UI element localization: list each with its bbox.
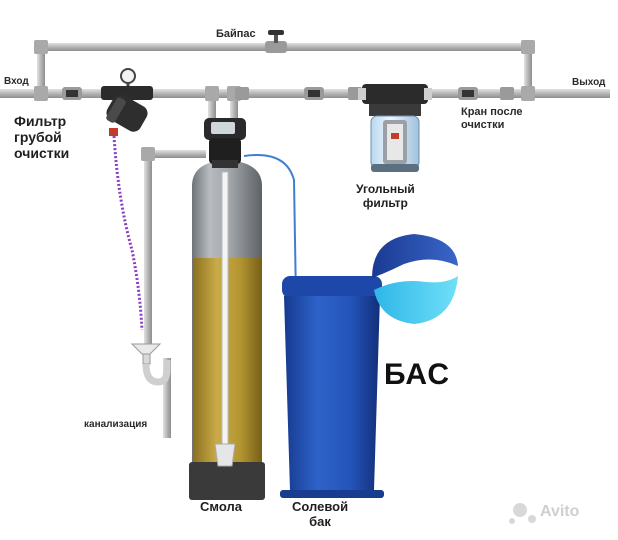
bypass-riser-right <box>524 43 532 95</box>
carbon-filter-label: Угольный фильтр <box>356 182 415 211</box>
outlet-valve-left <box>304 87 324 100</box>
carbon-filter-label-line1: Угольный <box>356 182 415 196</box>
valve-after-label: Кран после очистки <box>461 106 523 131</box>
valve-after-treatment <box>458 87 478 100</box>
coarse-filter-label-line1: Фильтр <box>14 113 67 129</box>
sewer-pipe <box>163 358 171 438</box>
valve-small-3 <box>500 87 514 100</box>
inlet-valve <box>62 87 82 100</box>
brine-tank-label-line2: бак <box>309 513 331 529</box>
sewer-label: канализация <box>84 419 148 430</box>
bypass-valve <box>265 30 287 53</box>
brine-tank-label: Солевой бак <box>292 499 349 530</box>
coarse-filter-label-line3: очистки <box>14 145 70 162</box>
brine-tank <box>280 276 384 498</box>
valve-small-1 <box>235 87 249 100</box>
control-valve <box>204 118 246 168</box>
coarse-filter-label: Фильтр грубой очистки <box>14 113 69 161</box>
inlet-label: Вход <box>4 76 29 87</box>
coarse-filter-label-line2: грубой <box>14 129 62 146</box>
brine-tank-label-line1: Солевой <box>292 499 349 514</box>
outlet-label: Выход <box>572 77 606 88</box>
sewer-funnel <box>130 343 171 386</box>
valve-after-label-line2: очистки <box>461 118 505 131</box>
bypass-label: Байпас <box>216 28 256 40</box>
resin-tank <box>189 160 265 500</box>
brand-name: БАС <box>384 358 451 391</box>
valve-after-label-line1: Кран после <box>461 106 523 118</box>
carbon-filter-label-line2: фильтр <box>362 195 408 210</box>
brine-tube <box>243 154 297 301</box>
coarse-filter <box>101 68 153 136</box>
watermark-icon <box>509 503 536 524</box>
watermark-text: Avito <box>540 503 580 520</box>
brand-logo <box>372 234 458 324</box>
resin-label: Смола <box>200 499 242 514</box>
bypass-riser-left <box>37 43 45 95</box>
drain-tube <box>112 135 144 331</box>
carbon-filter <box>358 84 432 172</box>
